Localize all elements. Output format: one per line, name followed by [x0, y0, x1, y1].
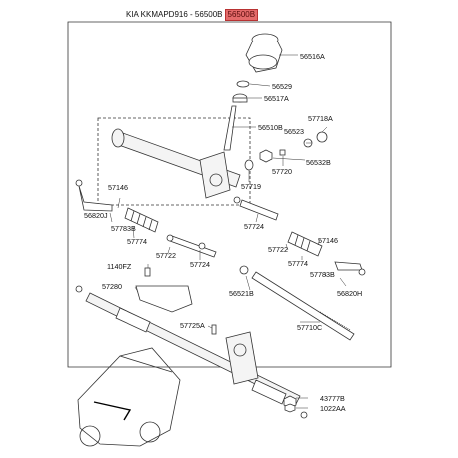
label-56517A[interactable]: 56517A — [264, 94, 289, 103]
label-57783B-left[interactable]: 57783B — [111, 224, 136, 233]
label-57722-right[interactable]: 57722 — [268, 245, 288, 254]
bolt-57725A[interactable] — [211, 324, 217, 335]
bushing-56521B[interactable] — [239, 265, 249, 275]
label-57774-left[interactable]: 57774 — [127, 237, 147, 246]
diagram-frame — [67, 21, 392, 368]
leader-lines — [109, 54, 347, 409]
heat-shield[interactable] — [135, 285, 193, 313]
label-57724-left[interactable]: 57724 — [190, 260, 210, 269]
label-57725A[interactable]: 57725A — [180, 321, 205, 330]
pinion-shaft[interactable] — [223, 105, 237, 151]
part-number-highlight[interactable]: 56500B — [224, 9, 259, 21]
bellows-left[interactable] — [124, 207, 159, 233]
label-56820J[interactable]: 56820J — [84, 211, 108, 220]
rack-bar[interactable] — [251, 271, 355, 341]
label-57722-left[interactable]: 57722 — [156, 251, 176, 260]
housing-group-frame — [97, 117, 251, 206]
label-1140FZ[interactable]: 1140FZ — [107, 262, 132, 271]
label-56516A[interactable]: 56516A — [300, 52, 325, 61]
bearing[interactable] — [232, 93, 248, 103]
label-43777B[interactable]: 43777B — [320, 394, 345, 403]
label-57280[interactable]: 57280 — [102, 282, 122, 291]
label-57774-right[interactable]: 57774 — [288, 259, 308, 268]
label-57719[interactable]: 57719 — [241, 182, 261, 191]
label-56521B[interactable]: 56521B — [229, 289, 254, 298]
inner-tie-rod-left[interactable] — [166, 234, 217, 258]
label-56510B[interactable]: 56510B — [258, 123, 283, 132]
boot-clip-57719[interactable] — [244, 159, 254, 171]
label-57783B-right[interactable]: 57783B — [310, 270, 335, 279]
label-57720[interactable]: 57720 — [272, 167, 292, 176]
label-56523[interactable]: 56523 — [284, 127, 304, 136]
label-56529[interactable]: 56529 — [272, 82, 292, 91]
rack-assembly[interactable] — [75, 285, 308, 419]
plug-57720[interactable] — [279, 149, 286, 156]
label-57146-left[interactable]: 57146 — [108, 183, 128, 192]
vehicle-outline — [77, 347, 181, 447]
label-57710C[interactable]: 57710C — [297, 323, 322, 332]
title-text: KIA KKMAPD916 - 56500B — [126, 10, 223, 19]
seal-ring[interactable] — [236, 80, 250, 88]
bellows-right[interactable] — [287, 231, 323, 257]
tie-rod-end-right[interactable] — [334, 261, 366, 276]
label-57724-right[interactable]: 57724 — [244, 222, 264, 231]
label-57146-right[interactable]: 57146 — [318, 236, 338, 245]
label-56820H[interactable]: 56820H — [337, 289, 362, 298]
nut-1022AA[interactable] — [284, 403, 296, 413]
label-56532B[interactable]: 56532B — [306, 158, 331, 167]
label-1022AA[interactable]: 1022AA — [320, 404, 346, 413]
nut-56532B[interactable] — [259, 149, 273, 163]
label-57718A[interactable]: 57718A — [308, 114, 333, 123]
pinion-cover[interactable] — [245, 33, 283, 73]
tie-rod-end-left[interactable] — [75, 179, 113, 212]
bolt-1140FZ[interactable] — [144, 267, 151, 277]
gear-housing[interactable] — [111, 128, 241, 199]
ring-57718A[interactable] — [316, 131, 328, 143]
inner-tie-rod-right[interactable] — [233, 196, 279, 221]
